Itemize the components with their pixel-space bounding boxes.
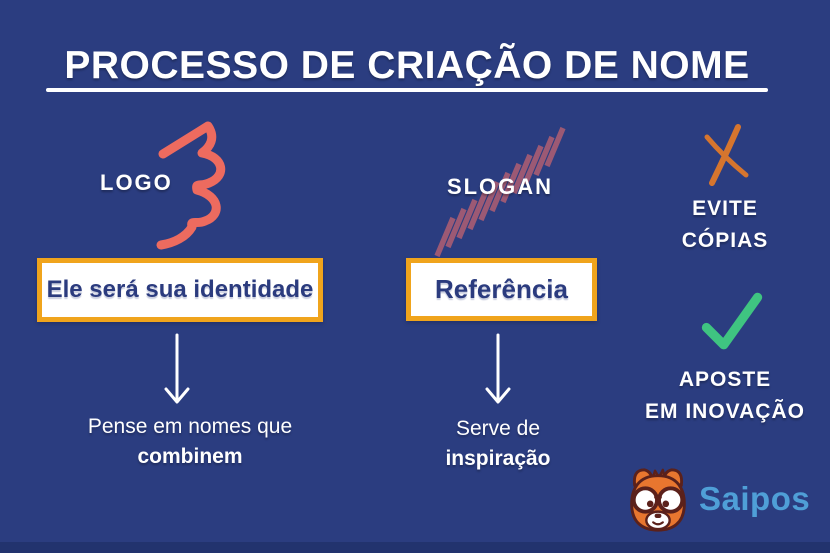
avoid-copies-line2: CÓPIAS [681,228,769,252]
avoid-copies-text: EVITE CÓPIAS [645,193,805,256]
bottom-strip [0,542,830,553]
squirrel-mascot-icon [630,468,686,532]
logo-caption-line1: Pense em nomes que [87,415,293,438]
page-title: PROCESSO DE CRIAÇÃO DE NOME [64,44,750,87]
title-block: PROCESSO DE CRIAÇÃO DE NOME [45,44,769,88]
check-icon [701,292,763,350]
bet-innovation-line2: EM INOVAÇÃO [645,399,805,423]
logo-caption: Pense em nomes que combinem [50,412,330,472]
logo-label: LOGO [100,170,173,195]
reference-box: Referência [406,258,597,321]
saipos-wordmark: Saipos [699,480,811,517]
down-arrow-icon [485,333,511,404]
x-mark-icon [704,124,749,186]
slogan-label: SLOGAN [446,174,554,199]
title-underline [46,88,768,92]
diagonal-hatch-icon [434,126,566,258]
slogan-caption-line1: Serve de [455,417,541,440]
avoid-copies-line1: EVITE [692,197,758,220]
saipos-logo: Saipos [626,464,810,534]
identity-box-text: Ele será sua identidade [46,276,314,303]
logo-caption-line2: combinem [137,444,243,468]
slogan-caption: Serve de inspiração [413,414,583,474]
reference-box-text: Referência [435,274,568,304]
slogan-caption-line2: inspiração [445,446,551,470]
bet-innovation-text: APOSTE EM INOVAÇÃO [630,364,820,427]
down-arrow-icon [164,333,190,404]
identity-box: Ele será sua identidade [37,258,323,322]
squiggle-icon [156,121,225,250]
bet-innovation-line1: APOSTE [678,368,772,391]
